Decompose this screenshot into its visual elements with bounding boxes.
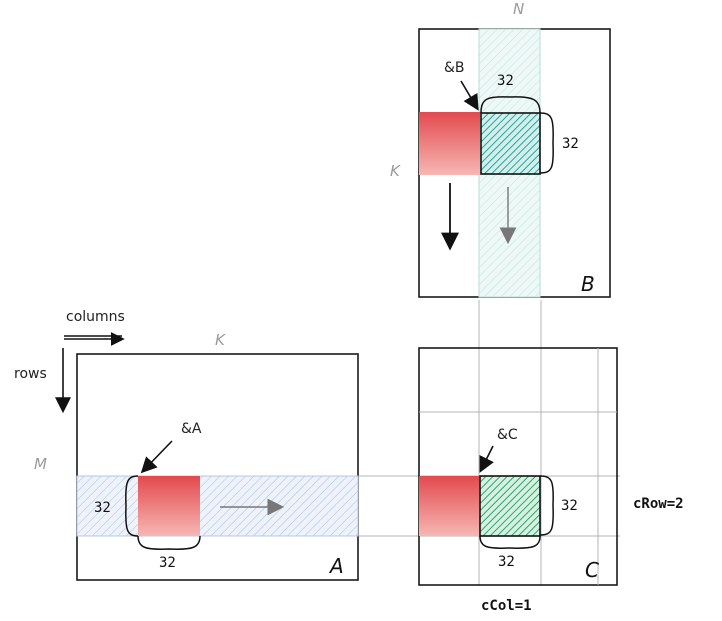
matrix-b-dim-left: K bbox=[390, 162, 401, 180]
matrix-a-dim-left: M bbox=[34, 455, 47, 473]
matrix-c-right-brace bbox=[539, 475, 554, 536]
matrix-c-col-label: cCol=1 bbox=[481, 598, 532, 614]
matrix-c-pointer-arrow bbox=[479, 445, 494, 473]
matrix-c-row-label: cRow=2 bbox=[633, 496, 684, 512]
matrix-a-frame bbox=[76, 353, 359, 581]
matrix-c-red-tile bbox=[419, 476, 479, 536]
matrix-b-tile-width: 32 bbox=[497, 73, 514, 89]
legend-rows-label: rows bbox=[14, 366, 47, 382]
matrix-a-pointer-label: &A bbox=[181, 421, 202, 437]
matrix-c-name: C bbox=[585, 558, 599, 582]
matrix-a-bottom-brace bbox=[137, 535, 201, 550]
matrix-b-name: B bbox=[581, 272, 595, 296]
matrix-c-tile-height: 32 bbox=[561, 498, 578, 514]
matrix-c-pointer-label: &C bbox=[497, 427, 518, 443]
matrix-a-red-tile bbox=[138, 476, 200, 536]
matrix-b-pointer-arrow bbox=[460, 80, 479, 111]
matrix-b-dim-top: N bbox=[513, 0, 524, 18]
matrix-a-dim-top: K bbox=[215, 331, 226, 349]
matrix-a-tile-width: 32 bbox=[159, 555, 176, 571]
matrix-c-green-tile bbox=[479, 475, 541, 537]
matrix-a-tile-height: 32 bbox=[94, 500, 111, 516]
matrix-b-pointer-label: &B bbox=[444, 60, 465, 76]
matrix-b-teal-tile bbox=[480, 112, 541, 175]
legend-columns-label: columns bbox=[66, 309, 125, 325]
matrix-b-tile-height: 32 bbox=[562, 136, 579, 152]
matrix-c-tile-width: 32 bbox=[498, 554, 515, 570]
matrix-b-right-brace bbox=[539, 112, 554, 174]
matrix-b-top-brace bbox=[480, 96, 541, 114]
matrix-c-frame bbox=[418, 347, 618, 586]
matrix-a-name: A bbox=[328, 554, 344, 578]
matrix-a-row-band bbox=[76, 475, 359, 537]
matrix-b: N K &B 32 32 B bbox=[390, 0, 611, 298]
matrix-c: &C 32 32 C cRow=2 cCol=1 bbox=[418, 347, 684, 614]
matrix-a: K M &A 32 32 A bbox=[34, 331, 359, 581]
matrix-b-red-tile bbox=[419, 112, 480, 175]
matrix-c-bottom-brace bbox=[479, 535, 541, 549]
matrix-a-left-brace bbox=[125, 475, 139, 537]
legend: columns rows bbox=[14, 309, 125, 414]
matrix-a-pointer-arrow bbox=[140, 440, 173, 474]
